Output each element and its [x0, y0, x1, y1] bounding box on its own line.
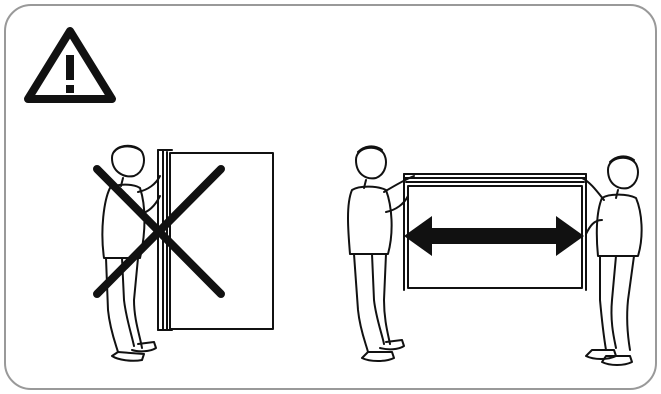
- safety-instruction-diagram: [0, 0, 661, 394]
- diagram-canvas: [0, 0, 661, 394]
